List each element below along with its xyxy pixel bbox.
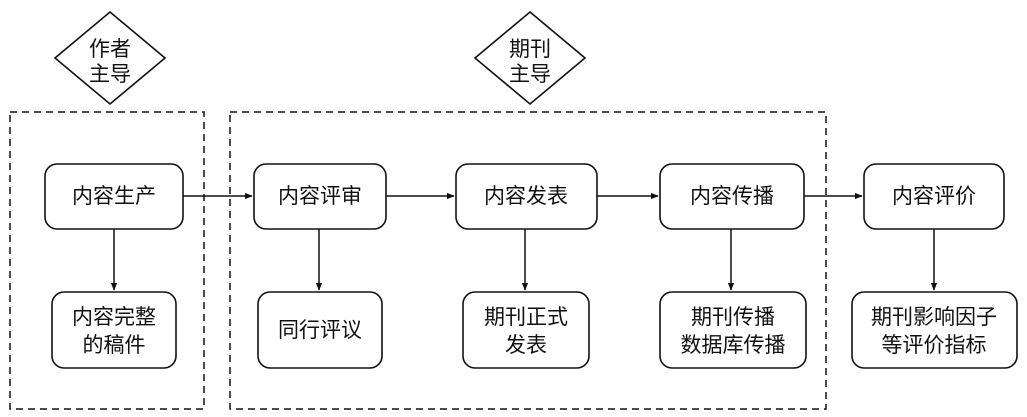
process-step-label: 内容生产 bbox=[72, 184, 156, 208]
journal-led-diamond: 期刊 主导 bbox=[473, 10, 587, 106]
process-step-label: 内容评审 bbox=[278, 184, 362, 208]
journal-led-group-frame bbox=[229, 111, 827, 410]
output-line-2: 等评价指标 bbox=[882, 333, 987, 357]
output-formal-publication: 期刊正式 发表 bbox=[462, 291, 590, 369]
author-led-diamond-line-1: 作者 bbox=[89, 37, 131, 61]
output-journal-database-dissemination: 期刊传播 数据库传播 bbox=[659, 291, 807, 369]
author-led-diamond: 作者 主导 bbox=[53, 10, 167, 106]
output-line-1: 同行评议 bbox=[278, 318, 362, 342]
process-step-content-production: 内容生产 bbox=[44, 163, 184, 230]
process-step-label: 内容评价 bbox=[892, 184, 976, 208]
output-line-2: 发表 bbox=[505, 333, 547, 357]
process-step-label: 内容传播 bbox=[690, 184, 774, 208]
output-impact-factor-metrics: 期刊影响因子 等评价指标 bbox=[851, 291, 1018, 369]
author-led-diamond-line-2: 主导 bbox=[89, 62, 131, 86]
author-led-group-frame bbox=[9, 111, 205, 410]
output-line-1: 期刊影响因子 bbox=[871, 305, 997, 329]
output-peer-review: 同行评议 bbox=[257, 291, 383, 369]
process-step-content-review: 内容评审 bbox=[253, 163, 387, 230]
output-line-1: 期刊传播 bbox=[691, 305, 775, 329]
output-line-1: 内容完整 bbox=[72, 305, 156, 329]
process-step-content-evaluation: 内容评价 bbox=[863, 163, 1005, 230]
process-step-content-dissemination: 内容传播 bbox=[659, 163, 805, 230]
output-complete-manuscript: 内容完整 的稿件 bbox=[51, 291, 177, 369]
output-line-2: 的稿件 bbox=[83, 333, 146, 357]
output-line-1: 期刊正式 bbox=[484, 305, 568, 329]
output-line-2: 数据库传播 bbox=[681, 333, 786, 357]
journal-led-diamond-line-2: 主导 bbox=[509, 62, 551, 86]
process-step-label: 内容发表 bbox=[484, 184, 568, 208]
process-step-content-publication: 内容发表 bbox=[455, 163, 598, 230]
journal-led-diamond-line-1: 期刊 bbox=[509, 37, 551, 61]
